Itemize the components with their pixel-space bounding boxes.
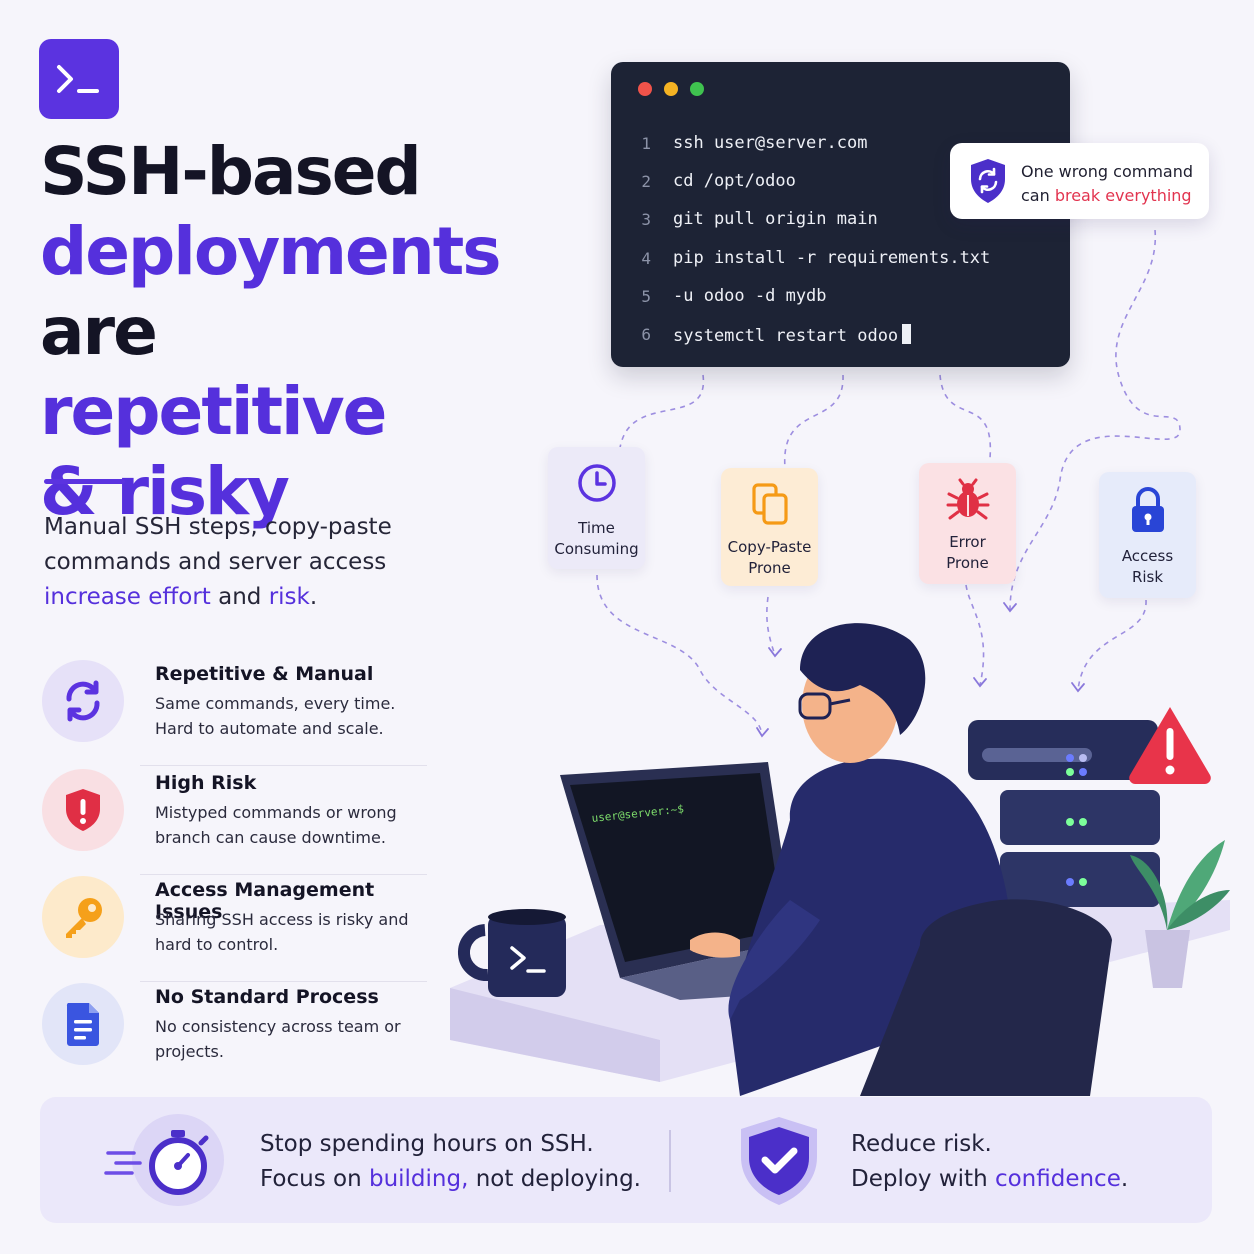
headline-line-3a: are xyxy=(40,293,158,370)
bottom-banner: Stop spending hours on SSH. Focus on bui… xyxy=(40,1097,1212,1223)
intro-part-1: Manual SSH steps, copy-paste commands an… xyxy=(44,514,392,575)
coffee-mug xyxy=(458,909,566,997)
terminal-command-last: systemctl restart odoo xyxy=(673,324,912,346)
banner-right-line-1: Reduce risk. xyxy=(851,1131,992,1157)
feature-divider xyxy=(140,981,427,982)
terminal-cursor xyxy=(902,324,912,344)
warning-callout: One wrong command can break everything xyxy=(950,143,1209,219)
dashed-connectors xyxy=(596,230,1181,738)
terminal-prompt-icon xyxy=(57,65,99,93)
feature-title: Repetitive & Manual xyxy=(155,663,374,685)
intro-highlight-1: increase effort xyxy=(44,584,211,610)
shield-sync-icon xyxy=(971,159,1005,203)
shield-check-icon xyxy=(741,1117,817,1205)
terminal-command: -u odoo -d mydb xyxy=(673,286,827,306)
headline-line-1: SSH-based xyxy=(40,133,422,210)
terminal-command: systemctl restart odoo xyxy=(673,326,899,346)
banner-left-highlight: building, xyxy=(368,1166,469,1192)
stopwatch-icon xyxy=(104,1114,224,1206)
plant-decoration xyxy=(1130,840,1230,988)
banner-left-line-2a: Focus on xyxy=(260,1166,369,1192)
feature-high-risk: High Risk Mistyped commands or wrong bra… xyxy=(42,769,427,877)
terminal-command: ssh user@server.com xyxy=(673,133,868,153)
headline-underline xyxy=(44,479,125,484)
risk-card-label: Time Consuming xyxy=(554,519,639,558)
banner-right-text: Reduce risk. Deploy with confidence. xyxy=(851,1127,1128,1197)
headline-line-3b: repetitive xyxy=(40,373,387,450)
office-chair xyxy=(860,899,1112,1096)
window-maximize-dot[interactable] xyxy=(690,82,704,96)
developer-illustration: user@server:~$ xyxy=(450,623,1230,1096)
risk-card-time: Time Consuming xyxy=(548,447,645,569)
banner-left-line-2b: not deploying. xyxy=(468,1166,641,1192)
feature-divider xyxy=(140,874,427,875)
feature-repetitive: Repetitive & Manual Same commands, every… xyxy=(42,660,427,768)
banner-left-text: Stop spending hours on SSH. Focus on bui… xyxy=(260,1127,641,1197)
server-rack xyxy=(968,720,1160,907)
risk-card-copy-paste: Copy-Paste Prone xyxy=(721,468,818,586)
headline-line-2: deployments xyxy=(40,213,502,290)
shield-alert-icon xyxy=(66,789,100,831)
banner-right-highlight: confidence xyxy=(994,1166,1121,1192)
line-number: 1 xyxy=(641,134,651,153)
risk-card-label: Copy-Paste Prone xyxy=(727,538,812,577)
banner-divider xyxy=(669,1130,671,1192)
banner-left-line-1: Stop spending hours on SSH. xyxy=(260,1131,594,1157)
document-icon xyxy=(66,1003,99,1046)
terminal-command: cd /opt/odoo xyxy=(673,171,796,191)
feature-divider xyxy=(140,765,427,766)
headline: SSH-based deployments are repetitive & r… xyxy=(40,132,520,532)
line-number: 5 xyxy=(641,287,651,306)
intro-mid: and xyxy=(210,584,269,610)
key-icon xyxy=(66,898,102,938)
feature-description: No consistency across team or projects. xyxy=(155,1017,401,1061)
headline-line-4: & risky xyxy=(40,453,290,530)
risk-card-label: Access Risk xyxy=(1121,547,1174,586)
feature-description: Same commands, every time. Hard to autom… xyxy=(155,694,396,738)
app-logo xyxy=(39,39,119,119)
bug-icon xyxy=(946,478,989,520)
line-number: 4 xyxy=(641,249,651,268)
warning-prefix: can xyxy=(1021,186,1055,205)
risk-card-access: Access Risk xyxy=(1099,472,1196,598)
feature-icon-circle xyxy=(42,876,124,958)
warning-red-text: break everything xyxy=(1054,186,1192,205)
feature-title: High Risk xyxy=(155,772,257,794)
banner-right-line-2a: Deploy with xyxy=(851,1166,995,1192)
clock-icon xyxy=(577,464,616,502)
feature-no-standard-process: No Standard Process No consistency acros… xyxy=(42,983,427,1091)
feature-access-management: Access Management Issues Sharing SSH acc… xyxy=(42,876,427,984)
line-number: 6 xyxy=(641,325,651,344)
terminal-command: pip install -r requirements.txt xyxy=(673,248,991,268)
alert-triangle-icon xyxy=(1129,707,1211,784)
feature-description: Mistyped commands or wrong branch can ca… xyxy=(155,803,397,847)
warning-line-1: One wrong command xyxy=(1021,162,1194,181)
refresh-icon xyxy=(66,680,100,722)
banner-right-line-2b: . xyxy=(1120,1166,1129,1192)
risk-card-label: Error Prone xyxy=(946,533,989,572)
intro-text: Manual SSH steps, copy-paste commands an… xyxy=(44,510,464,615)
window-close-dot[interactable] xyxy=(638,82,652,96)
feature-icon-circle xyxy=(42,660,124,742)
feature-icon-circle xyxy=(42,983,124,1065)
line-number: 2 xyxy=(641,172,651,191)
feature-icon-circle xyxy=(42,769,124,851)
feature-title: No Standard Process xyxy=(155,986,379,1008)
terminal-command: git pull origin main xyxy=(673,209,878,229)
developer-figure xyxy=(690,623,1013,1096)
intro-highlight-2: risk xyxy=(268,584,310,610)
intro-end: . xyxy=(309,584,318,610)
line-number: 3 xyxy=(641,210,651,229)
copy-icon xyxy=(751,483,788,525)
warning-text: One wrong command can break everything xyxy=(1021,160,1201,208)
risk-card-error: Error Prone xyxy=(919,463,1016,584)
lock-icon xyxy=(1131,487,1164,532)
feature-description: Sharing SSH access is risky and hard to … xyxy=(155,910,409,954)
feature-title: Access Management Issues xyxy=(155,879,375,923)
window-minimize-dot[interactable] xyxy=(664,82,678,96)
